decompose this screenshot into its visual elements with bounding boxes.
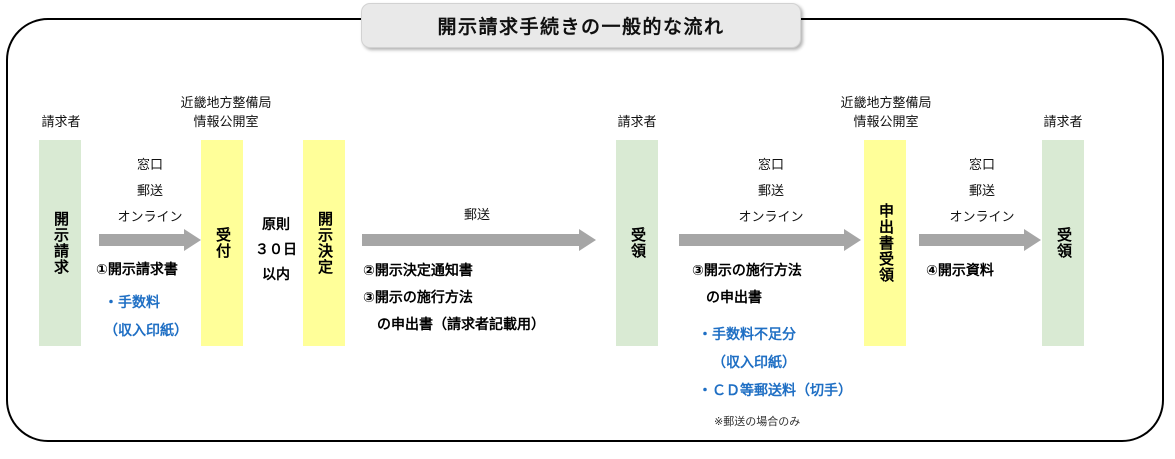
diagram-title-plate: 開示請求手続きの一般的な流れ xyxy=(361,3,801,48)
mail-label-text: 郵送 xyxy=(464,207,491,222)
step-2-documents: ②開示決定通知書 ③開示の施行方法 の申出書（請求者記載用） xyxy=(363,257,545,338)
channel-online: オンライン xyxy=(117,209,183,224)
arrow-step-1 xyxy=(99,229,201,251)
box-label: 受領 xyxy=(1055,227,1072,259)
box-label: 申出書受領 xyxy=(877,203,894,283)
channel-list-1: 窓口 郵送 オンライン xyxy=(98,152,202,230)
arrow-head xyxy=(579,229,596,251)
channel-list-3: 窓口 郵送 オンライン xyxy=(930,152,1034,230)
doc-line: の申出書 xyxy=(706,289,762,305)
fee-line: ・手数料不足分 xyxy=(698,326,796,342)
caption-line: 近畿地方整備局 xyxy=(180,95,272,110)
caption-line: 請求者 xyxy=(617,114,657,129)
channel-online: オンライン xyxy=(738,209,804,224)
caption-line: 請求者 xyxy=(1043,114,1083,129)
arrow-head xyxy=(184,229,201,251)
channel-counter: 窓口 xyxy=(968,157,995,172)
arrow-shaft xyxy=(679,234,844,246)
mail-label-step-2: 郵送 xyxy=(464,204,490,223)
channel-counter: 窓口 xyxy=(136,157,163,172)
mail-only-footnote: ※郵送の場合のみ xyxy=(714,413,800,429)
box-disclosure-decision: 開示決定 xyxy=(303,140,345,346)
channel-mail: 郵送 xyxy=(136,183,163,198)
channel-mail: 郵送 xyxy=(968,183,995,198)
fee-line: ・ＣＤ等郵送料（切手） xyxy=(698,382,852,398)
box-receipt-1: 受領 xyxy=(616,140,658,346)
fee-line: （収入印紙） xyxy=(712,354,796,370)
step-1-fees: ・手数料 （収入印紙） xyxy=(104,288,188,344)
caption-line: 情報公開室 xyxy=(853,114,919,129)
note-line: 原則 xyxy=(262,216,290,232)
channel-mail: 郵送 xyxy=(757,183,784,198)
arrow-head xyxy=(844,229,861,251)
footnote-text: ※郵送の場合のみ xyxy=(714,416,801,428)
arrow-shaft xyxy=(919,234,1024,246)
step-3-documents: ③開示の施行方法 の申出書 xyxy=(692,257,802,311)
caption-office-1: 近畿地方整備局 情報公開室 xyxy=(166,93,286,131)
caption-requester-1: 請求者 xyxy=(26,112,96,131)
box-receipt-2: 受領 xyxy=(1042,140,1084,346)
fee-line: （収入印紙） xyxy=(104,322,188,338)
step-4-documents: ④開示資料 xyxy=(926,257,994,284)
page-title: 開示請求手続きの一般的な流れ xyxy=(437,17,725,38)
arrow-head xyxy=(1024,229,1041,251)
box-disclosure-request: 開示請求 xyxy=(39,140,81,346)
box-label: 受領 xyxy=(629,227,646,259)
doc-line: ④開示資料 xyxy=(926,262,994,278)
channel-list-2: 窓口 郵送 オンライン xyxy=(719,152,823,230)
fee-line: ・手数料 xyxy=(104,294,160,310)
arrow-step-4 xyxy=(919,229,1041,251)
doc-line: ①開示請求書 xyxy=(96,261,178,277)
box-label: 受付 xyxy=(214,227,231,259)
doc-line: ②開示決定通知書 xyxy=(363,262,473,278)
arrow-step-3 xyxy=(679,229,861,251)
caption-office-2: 近畿地方整備局 情報公開室 xyxy=(826,93,946,131)
caption-line: 近畿地方整備局 xyxy=(840,95,932,110)
box-application-receipt: 申出書受領 xyxy=(864,140,906,346)
caption-requester-3: 請求者 xyxy=(1028,112,1098,131)
within-30-days-note: 原則 ３０日 以内 xyxy=(251,212,301,287)
caption-line: 請求者 xyxy=(41,114,81,129)
step-3-fees: ・手数料不足分 （収入印紙） ・ＣＤ等郵送料（切手） xyxy=(698,320,852,404)
arrow-shaft xyxy=(99,234,184,246)
box-label: 開示決定 xyxy=(316,211,333,275)
doc-line: ③開示の施行方法 xyxy=(363,289,473,305)
note-line: ３０日 xyxy=(255,241,297,257)
arrow-shaft xyxy=(362,234,579,246)
doc-line: の申出書（請求者記載用） xyxy=(377,316,545,332)
step-1-documents: ①開示請求書 xyxy=(96,256,178,283)
channel-online: オンライン xyxy=(949,209,1015,224)
channel-counter: 窓口 xyxy=(757,157,784,172)
box-label: 開示請求 xyxy=(52,211,69,275)
box-reception: 受付 xyxy=(201,140,243,346)
note-line: 以内 xyxy=(262,266,290,282)
doc-line: ③開示の施行方法 xyxy=(692,262,802,278)
caption-line: 情報公開室 xyxy=(193,114,259,129)
caption-requester-2: 請求者 xyxy=(602,112,672,131)
arrow-step-2 xyxy=(362,229,596,251)
